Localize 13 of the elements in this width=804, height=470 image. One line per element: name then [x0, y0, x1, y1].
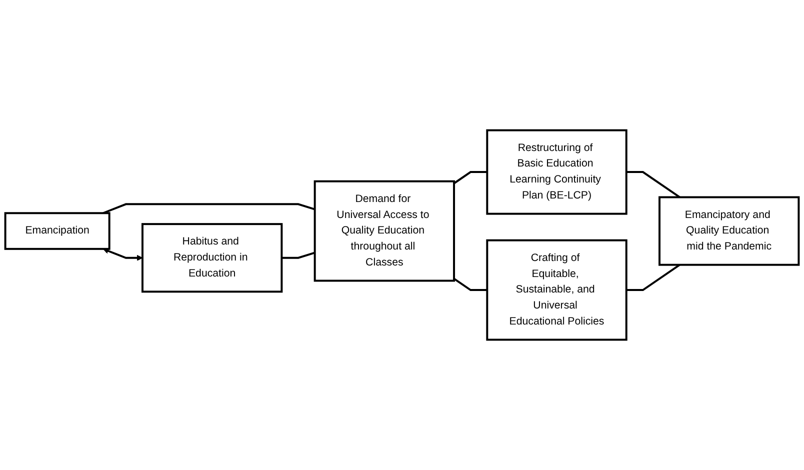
- connector: [102, 203, 316, 214]
- arrow: [103, 248, 143, 261]
- node-box: Demand for Universal Access to Quality Education throughout all Classes: [314, 180, 456, 282]
- node-box: Restructuring of Basic Education Learning Continuity Plan (BE-LCP): [486, 129, 628, 215]
- node-box: Crafting of Equitable, Sustainable, and Universal Educational Policies: [486, 239, 628, 341]
- node-box: Emancipatory and Quality Education mid the Pandemic: [658, 196, 800, 266]
- connector: [453, 278, 488, 291]
- connector: [282, 252, 316, 259]
- connector: [626, 171, 680, 198]
- connector: [453, 171, 488, 184]
- node-box: Emancipation: [4, 212, 110, 250]
- node-box: Habitus and Reproduction in Education: [141, 223, 283, 293]
- connector: [626, 264, 680, 291]
